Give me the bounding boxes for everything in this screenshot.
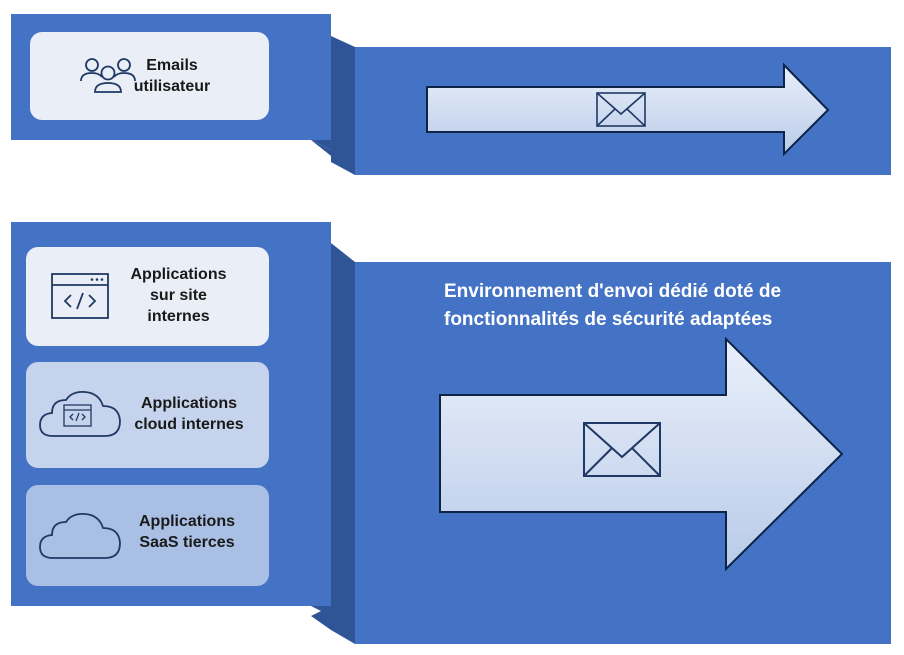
card-label: Applications cloud internes xyxy=(134,395,244,433)
card-label: Applications SaaS tierces xyxy=(138,513,235,551)
users-icon xyxy=(77,56,139,100)
destination-headline: Environnement d'envoi dédié doté de fonc… xyxy=(444,281,782,330)
card-applications-saas: Applications SaaS tierces xyxy=(26,485,269,586)
card-label: Applications sur site internes xyxy=(130,266,227,325)
card-label: Emails utilisateur xyxy=(133,57,211,95)
envelope-icon xyxy=(583,422,661,477)
cloud-code-icon xyxy=(39,390,121,438)
card-applications-cloud: Applications cloud internes xyxy=(26,362,269,468)
card-applications-sur-site: Applications sur site internes xyxy=(26,247,269,346)
code-window-icon xyxy=(51,273,109,319)
envelope-icon xyxy=(596,92,646,127)
card-emails-utilisateur: Emails utilisateur xyxy=(30,32,269,120)
cloud-icon xyxy=(39,512,121,560)
